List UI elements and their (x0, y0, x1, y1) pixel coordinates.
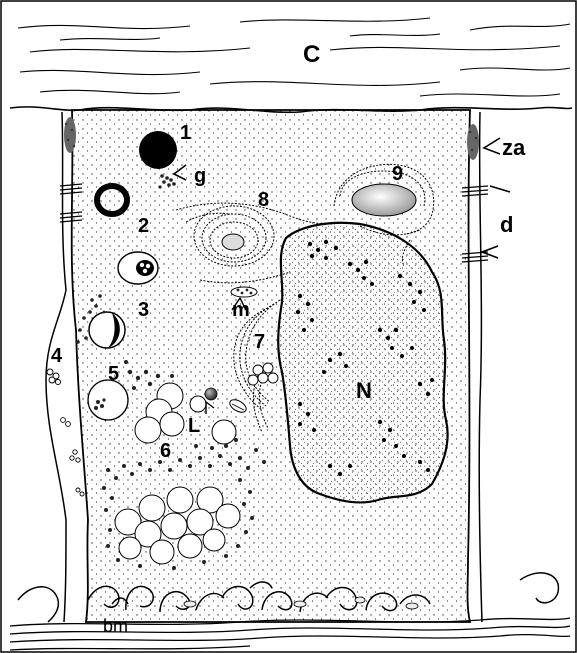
label-2: 2 (138, 215, 149, 237)
label-d: d (500, 212, 513, 237)
label-m: m (232, 299, 250, 321)
label-9: 9 (392, 163, 403, 185)
label-8: 8 (258, 189, 269, 211)
label-4: 4 (51, 345, 63, 367)
label-collagen: C (303, 41, 320, 68)
multivesicular-body (118, 252, 158, 284)
label-bm: bm (103, 616, 128, 636)
granule-3 (89, 312, 125, 348)
label-za: za (502, 135, 526, 160)
rer-vacuole (222, 234, 244, 250)
vesicle-5 (88, 380, 128, 420)
zonula-adherens-left (64, 117, 76, 153)
label-6: 6 (160, 440, 171, 462)
nucleus (278, 223, 447, 503)
label-g: g (194, 165, 206, 187)
lipid-droplet (205, 388, 217, 400)
label-7: 7 (254, 331, 265, 353)
label-L: L (188, 415, 200, 437)
granule-1 (139, 131, 177, 169)
label-5: 5 (108, 363, 119, 385)
label-3: 3 (138, 299, 149, 321)
label-N: N (356, 378, 372, 403)
mitochondrion (231, 287, 257, 297)
zonula-adherens-right (467, 124, 479, 160)
label-1: 1 (180, 122, 191, 144)
